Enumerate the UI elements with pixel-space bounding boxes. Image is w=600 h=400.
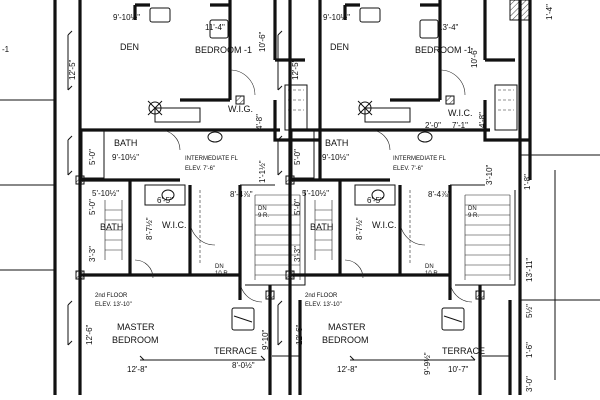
bath2-low-2: 3'-3" bbox=[293, 246, 302, 262]
intermediate-1-2: INTERMEDIATE FL bbox=[393, 156, 447, 162]
wic-top-dim-2: 7'-1" bbox=[452, 121, 468, 130]
bedroom-h: 10'-6" bbox=[258, 31, 267, 52]
master-1-2: MASTER bbox=[328, 322, 366, 332]
floor2-2-2: ELEV. 13'-10" bbox=[305, 302, 342, 308]
wic-label-2: W.I.C. bbox=[372, 220, 397, 230]
intermediate-2: ELEV. 7'-6" bbox=[185, 166, 215, 172]
right-edge-low3: 3'-0" bbox=[525, 376, 534, 392]
left-dim: 12'-5" bbox=[68, 59, 77, 80]
bath1-dim: 9'-10½" bbox=[112, 153, 139, 162]
bedroom-label: BEDROOM -1 bbox=[195, 45, 252, 55]
bath2-dim-2: 5'-10½" bbox=[302, 189, 329, 198]
master-1: MASTER bbox=[117, 322, 155, 332]
left-dim-2: 12'-5" bbox=[291, 59, 300, 80]
floor2-2: ELEV. 13'-10" bbox=[95, 302, 132, 308]
den-label-2: DEN bbox=[330, 42, 349, 52]
floor2-1-2: 2nd FLOOR bbox=[305, 293, 338, 299]
master-side-2: 12'-6" bbox=[295, 324, 304, 345]
wic-top-extra-2: 2'-0" bbox=[425, 121, 441, 130]
bath2-side: 5'-0" bbox=[88, 199, 97, 215]
master-w-2: 12'-8" bbox=[337, 365, 358, 374]
bedroom-w: 11'-4" bbox=[205, 23, 225, 32]
floor2-1: 2nd FLOOR bbox=[95, 293, 128, 299]
wic-side-2: 8'-7½" bbox=[355, 217, 364, 240]
wic-dim: 6'-5" bbox=[157, 196, 173, 205]
terrace-label-2: TERRACE bbox=[442, 346, 485, 356]
master-2-2: BEDROOM bbox=[322, 335, 369, 345]
master-w: 12'-8" bbox=[127, 365, 148, 374]
wic-dim-2: 6'-5" bbox=[367, 196, 383, 205]
bath1-dim-2: 9'-10½" bbox=[322, 153, 349, 162]
bath1-label: BATH bbox=[114, 138, 137, 148]
wic-top-label-2: W.I.C. bbox=[448, 108, 473, 118]
stair-up-side: 1'-1½" bbox=[258, 160, 267, 183]
den-dim-2: 9'-10½" bbox=[323, 13, 350, 22]
edge-labels: -1 1'-8" 13'-11" 5½" 1'-6" 3'-0" 1'-4" bbox=[2, 4, 554, 392]
terrace-w: 8'-0½" bbox=[232, 361, 255, 370]
wig-label: W.I.G. bbox=[228, 104, 253, 114]
bath2-label: BATH bbox=[100, 222, 123, 232]
right-edge-low2: 1'-6" bbox=[525, 342, 534, 358]
bath2-dim: 5'-10½" bbox=[92, 189, 119, 198]
bath1-side-2: 5'-0" bbox=[293, 149, 302, 165]
wig-dim: 4'-8" bbox=[255, 114, 264, 130]
master-side: 12'-6" bbox=[85, 324, 94, 345]
left-edge-mark: -1 bbox=[2, 45, 10, 54]
terrace-side: 9'-10" bbox=[261, 329, 270, 350]
wic-label: W.I.C. bbox=[162, 220, 187, 230]
stair-up-side-2: 3'-10" bbox=[485, 164, 494, 185]
unit-1-labels: 9'-10½" DEN 11'-4" BEDROOM -1 10'-6" W.I… bbox=[68, 13, 270, 374]
den-dim: 9'-10½" bbox=[113, 13, 140, 22]
master-2: BEDROOM bbox=[112, 335, 159, 345]
bath1-label-2: BATH bbox=[325, 138, 348, 148]
wic-top-side-2: 4'-8" bbox=[478, 112, 487, 128]
terrace-w-2: 10'-7" bbox=[448, 365, 469, 374]
bath1-side: 5'-0" bbox=[88, 149, 97, 165]
bedroom-w-2: 13'-4" bbox=[438, 23, 459, 32]
right-edge-top: 1'-8" bbox=[523, 174, 532, 190]
bath2-label-2: BATH bbox=[310, 222, 333, 232]
wic-side: 8'-7½" bbox=[145, 217, 154, 240]
stair-up: 8'-4⅞" bbox=[230, 190, 253, 199]
right-edge-small: 1'-4" bbox=[545, 4, 554, 20]
terrace-side-2: 9'-9½" bbox=[423, 352, 432, 375]
den-label: DEN bbox=[120, 42, 139, 52]
stair-up-2: 8'-4⅞" bbox=[428, 190, 451, 199]
bedroom-h-2: 10'-6" bbox=[470, 47, 479, 68]
intermediate-1: INTERMEDIATE FL bbox=[185, 156, 239, 162]
terrace-label: TERRACE bbox=[214, 346, 257, 356]
unit-2-labels: 9'-10½" DEN 13'-4" BEDROOM -1 10'-6" W.I… bbox=[291, 13, 494, 375]
bath2-low: 3'-3" bbox=[88, 246, 97, 262]
right-edge-low1: 5½" bbox=[525, 304, 534, 318]
bedroom-label-2: BEDROOM -1 bbox=[415, 45, 472, 55]
intermediate-2-2: ELEV. 7'-6" bbox=[393, 166, 423, 172]
bath2-side-2: 5'-0" bbox=[293, 199, 302, 215]
right-edge-mid: 13'-11" bbox=[525, 258, 534, 282]
